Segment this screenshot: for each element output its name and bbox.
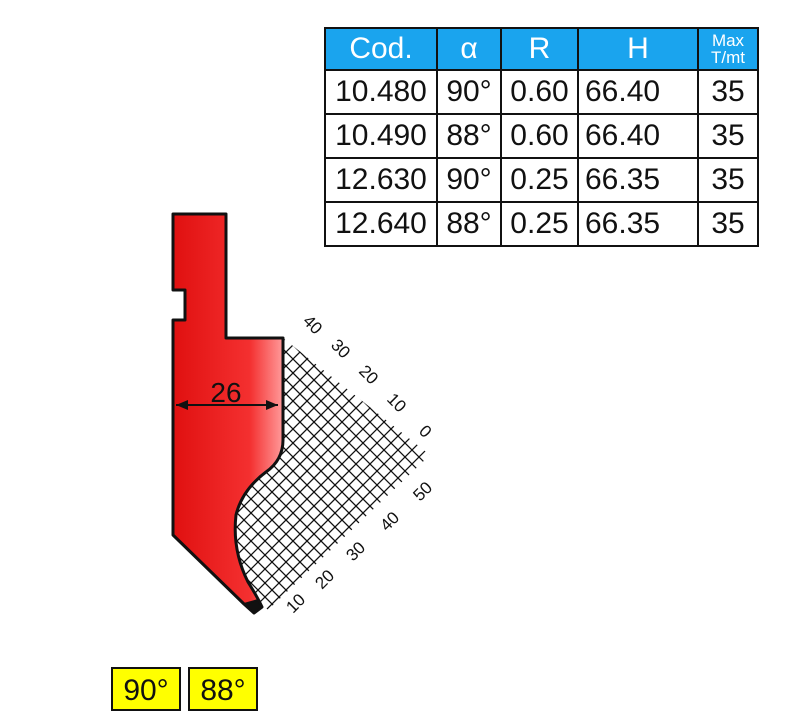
table-row: 12.640 88° 0.25 66.35 35 <box>324 201 759 247</box>
grid-line <box>232 338 430 610</box>
header-r: R <box>500 27 579 71</box>
grid-line <box>365 338 430 610</box>
dimension-26: 26 <box>176 377 278 410</box>
scale-label: 40 <box>376 508 403 535</box>
scale-lower: 50 40 30 20 10 <box>282 478 436 617</box>
grid-line <box>232 338 430 610</box>
header-max-line2: T/mt <box>711 48 745 67</box>
cell-cod: 12.630 <box>324 157 438 203</box>
grid-line <box>464 250 800 650</box>
scale-label: 40 <box>299 311 326 338</box>
angle-badge-90: 90° <box>111 667 181 711</box>
grid-line <box>379 338 430 610</box>
cell-cod: 10.480 <box>324 69 438 115</box>
cell-max: 35 <box>697 113 759 159</box>
grid-line <box>393 338 430 610</box>
dimension-label: 26 <box>210 377 241 408</box>
grid-line <box>506 250 800 650</box>
angle-badge-88: 88° <box>188 667 258 711</box>
header-alpha: α <box>436 27 502 71</box>
clearance-grid <box>0 250 800 650</box>
grid-line <box>232 338 430 610</box>
scale-label: 20 <box>355 361 382 388</box>
cell-h: 66.40 <box>577 69 699 115</box>
table-header-row: Cod. α R H Max T/mt <box>324 27 759 71</box>
grid-line <box>492 250 800 650</box>
cell-r: 0.60 <box>500 113 579 159</box>
grid-line <box>450 250 800 650</box>
table-row: 12.630 90° 0.25 66.35 35 <box>324 157 759 203</box>
scale-label: 50 <box>409 478 436 505</box>
grid-line <box>379 338 430 610</box>
grid-line <box>548 250 800 650</box>
grid-line <box>548 250 800 650</box>
header-h: H <box>577 27 699 71</box>
grid-line <box>232 338 430 610</box>
cell-alpha: 90° <box>436 157 502 203</box>
grid-line <box>478 250 800 650</box>
cell-max: 35 <box>697 69 759 115</box>
scale-label: 0 <box>415 421 435 441</box>
table-row: 10.490 88° 0.60 66.40 35 <box>324 113 759 159</box>
header-cod: Cod. <box>324 27 438 71</box>
cell-h: 66.40 <box>577 113 699 159</box>
grid-line <box>421 338 430 610</box>
scale-upper: 40 30 20 10 0 <box>299 311 435 441</box>
punch-tip <box>241 598 264 615</box>
grid-line <box>232 338 430 610</box>
grid-line <box>0 250 178 650</box>
grid-line <box>520 250 800 650</box>
grid-line <box>232 338 430 610</box>
grid-line <box>506 250 800 650</box>
grid-line <box>0 250 164 650</box>
cell-cod: 12.640 <box>324 201 438 247</box>
cell-alpha: 88° <box>436 201 502 247</box>
header-max-tmt: Max T/mt <box>697 27 759 71</box>
scale-label: 10 <box>282 590 309 617</box>
scale-label: 10 <box>383 389 410 416</box>
cell-r: 0.25 <box>500 157 579 203</box>
grid-line <box>492 250 800 650</box>
scale-label: 20 <box>311 566 338 593</box>
cell-alpha: 90° <box>436 69 502 115</box>
grid-line <box>365 338 430 610</box>
grid-line <box>393 338 430 610</box>
cell-h: 66.35 <box>577 201 699 247</box>
cell-cod: 10.490 <box>324 113 438 159</box>
grid-line <box>0 250 192 650</box>
grid-line <box>436 250 800 650</box>
grid-line <box>0 250 178 650</box>
grid-line <box>478 250 800 650</box>
grid-line <box>232 338 430 610</box>
grid-line <box>232 338 430 610</box>
grid-line <box>534 250 800 650</box>
grid-line <box>0 250 164 650</box>
grid-line <box>407 338 430 610</box>
grid-line <box>436 250 800 650</box>
header-max-line1: Max <box>711 31 745 50</box>
cell-h: 66.35 <box>577 157 699 203</box>
grid-line <box>534 250 800 650</box>
cell-max: 35 <box>697 201 759 247</box>
cell-max: 35 <box>697 157 759 203</box>
grid-line <box>232 338 430 610</box>
cell-r: 0.60 <box>500 69 579 115</box>
cell-r: 0.25 <box>500 201 579 247</box>
cell-alpha: 88° <box>436 113 502 159</box>
scale-label: 30 <box>327 335 354 362</box>
grid-line <box>421 338 430 610</box>
scale-label: 30 <box>342 538 369 565</box>
grid-line <box>0 250 150 650</box>
grid-line <box>450 250 800 650</box>
grid-line <box>0 250 192 650</box>
grid-line <box>520 250 800 650</box>
grid-line <box>0 250 150 650</box>
grid-line <box>464 250 800 650</box>
spec-table: Cod. α R H Max T/mt 10.480 90° 0.60 66.4… <box>324 27 759 247</box>
grid-line <box>407 338 430 610</box>
table-row: 10.480 90° 0.60 66.40 35 <box>324 69 759 115</box>
